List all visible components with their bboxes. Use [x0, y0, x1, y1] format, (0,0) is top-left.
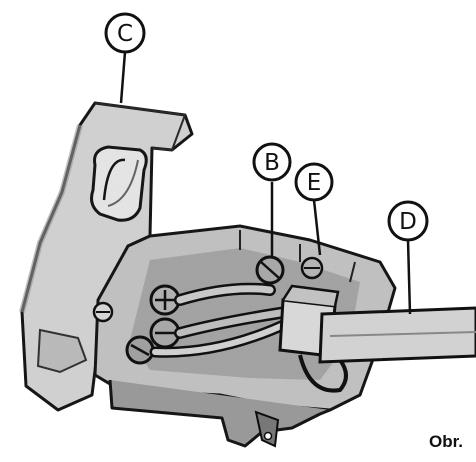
- cable-d: [318, 306, 476, 364]
- callout-b-label: B: [264, 150, 280, 176]
- figure-caption: Obr.: [429, 432, 464, 451]
- callout-b: B: [252, 142, 292, 182]
- callout-e-label: E: [307, 170, 322, 196]
- callout-c-label: C: [117, 21, 133, 47]
- terminal-block: [92, 255, 324, 365]
- callout-d: D: [387, 200, 429, 242]
- callout-d-label: D: [399, 209, 417, 235]
- callout-e: E: [294, 162, 334, 202]
- leader-lines: [119, 51, 412, 315]
- callout-c: C: [104, 12, 146, 54]
- cover-c: [19, 101, 194, 412]
